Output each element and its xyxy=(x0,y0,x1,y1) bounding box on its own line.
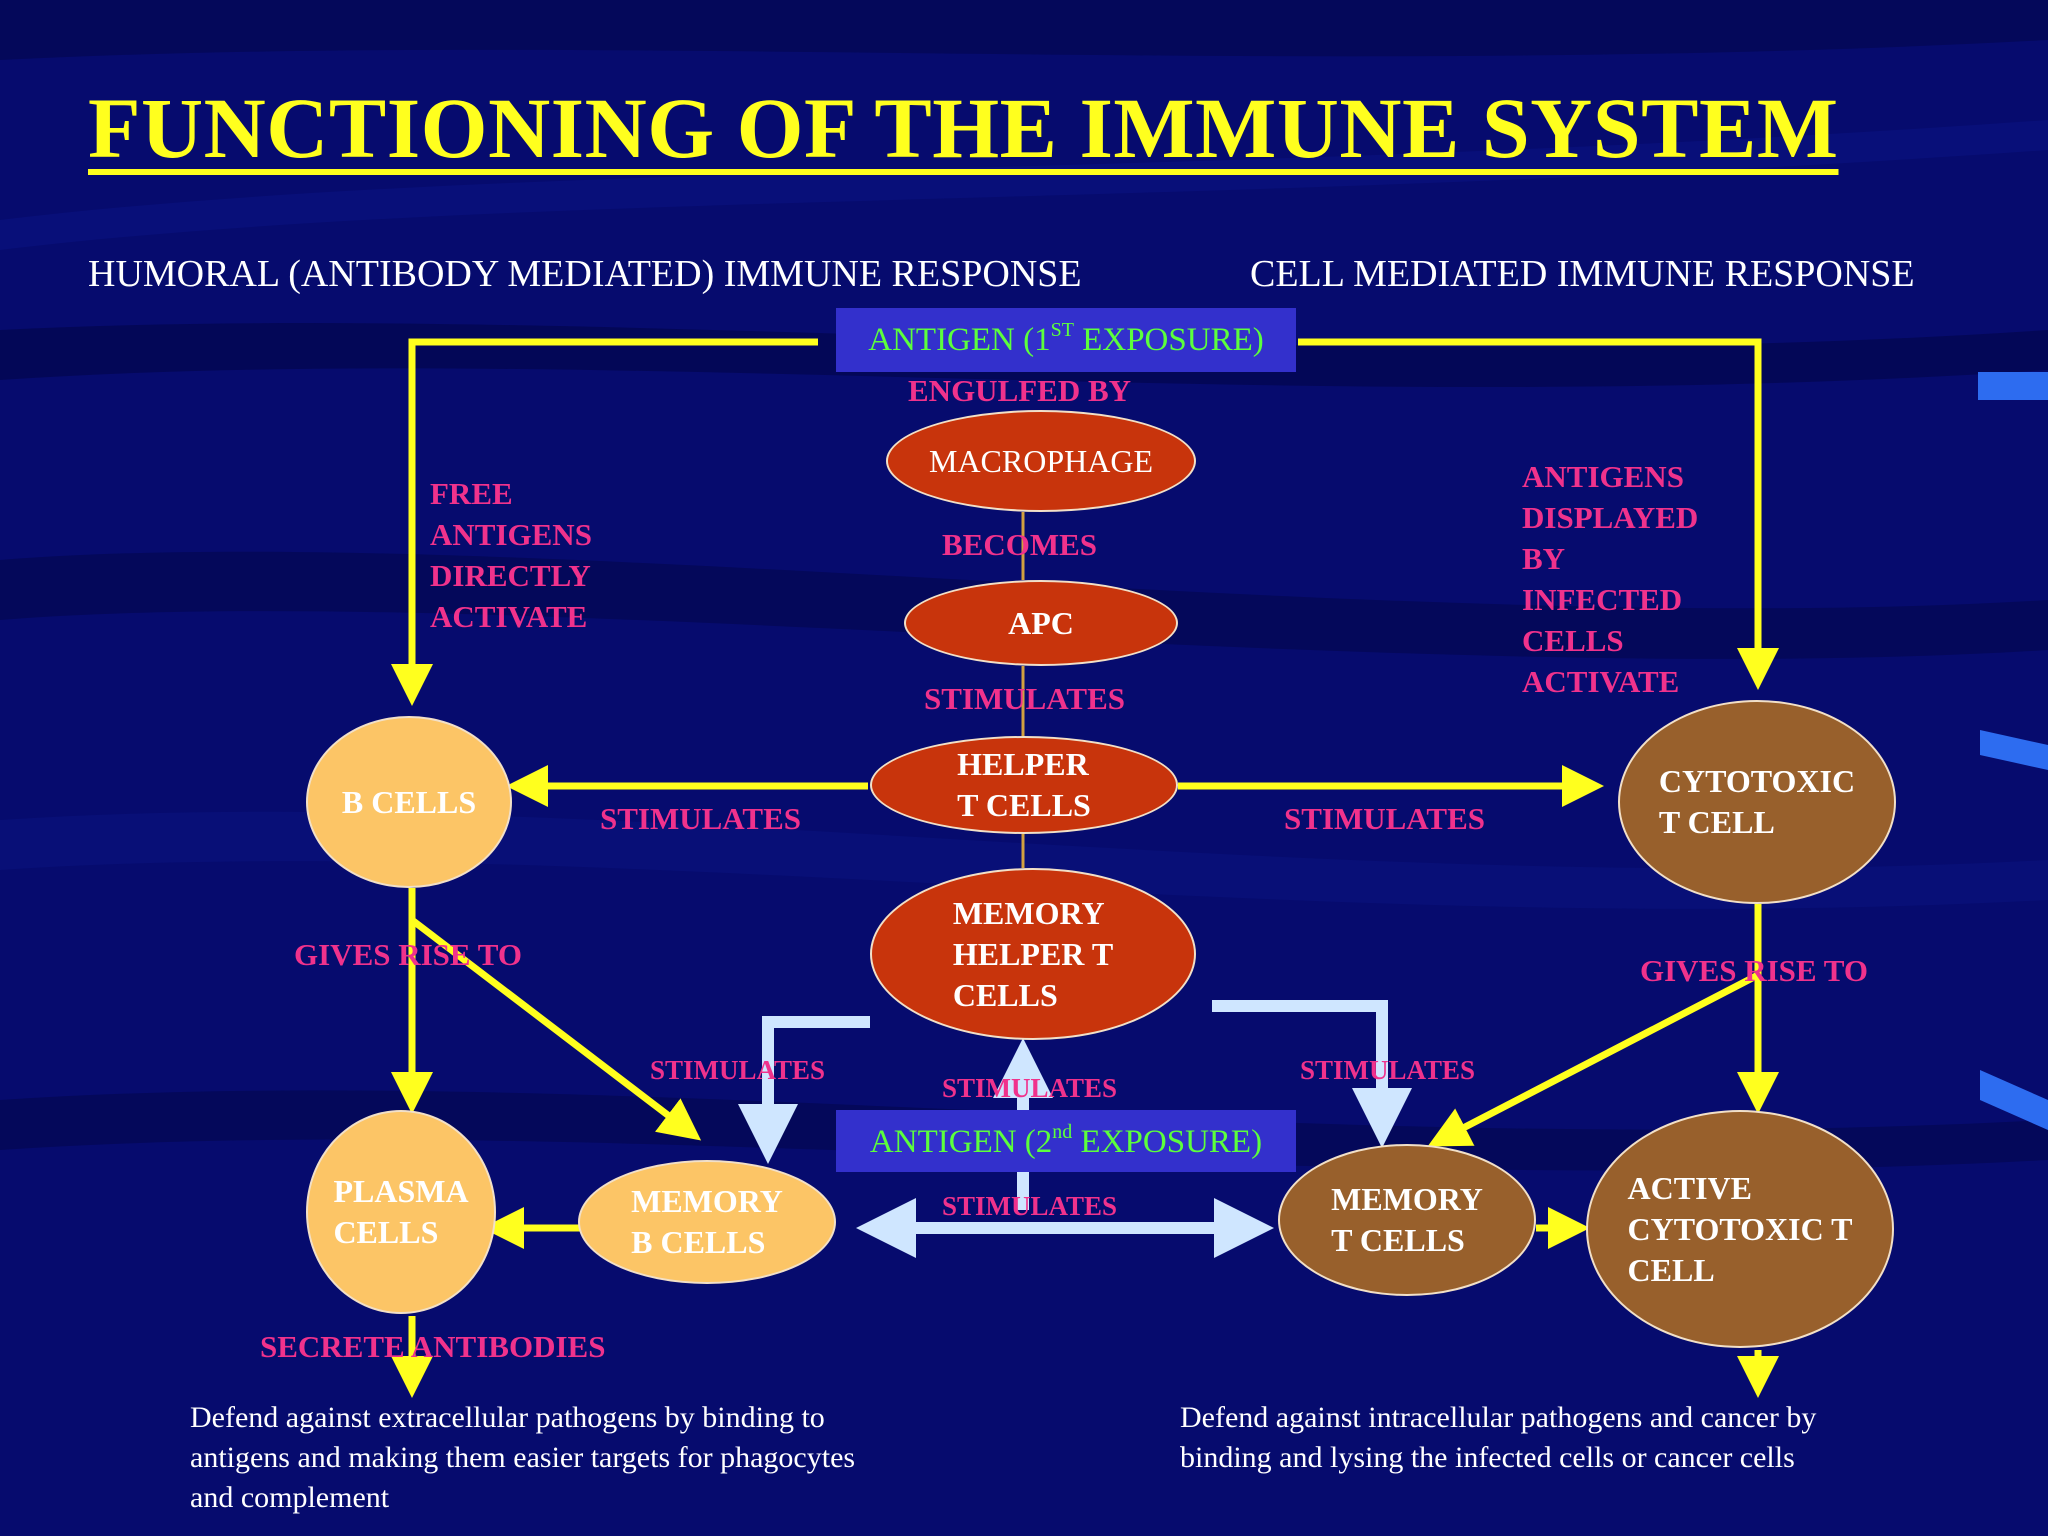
stimulates-memory-helper-label: STIMULATES xyxy=(942,1073,1118,1103)
memory-helper-t-cells-node: MEMORY HELPER T CELLS xyxy=(870,868,1196,1040)
humoral-description: Defend against extracellular pathogens b… xyxy=(190,1401,856,1514)
stimulates-b-cells-label: STIMULATES xyxy=(600,801,801,836)
apc-node: APC xyxy=(904,580,1178,666)
stimulates-apc-label: STIMULATES xyxy=(924,681,1125,716)
antigen-second-exposure-box: ANTIGEN (2nd EXPOSURE) xyxy=(836,1110,1296,1172)
engulfed-by-label: ENGULFED BY xyxy=(908,373,1132,408)
active-cytotoxic-t-cell-label: ACTIVE CYTOTOXIC T CELL xyxy=(1627,1169,1853,1288)
free-antigens-label: FREE ANTIGENS DIRECTLY ACTIVATE xyxy=(430,476,592,634)
cytotoxic-t-cell-node: CYTOTOXIC T CELL xyxy=(1618,700,1896,904)
gives-rise-right-label: GIVES RISE TO xyxy=(1640,953,1869,988)
macrophage-label: MACROPHAGE xyxy=(928,442,1154,479)
humoral-heading: HUMORAL (ANTIBODY MEDIATED) IMMUNE RESPO… xyxy=(88,253,1082,295)
becomes-label: BECOMES xyxy=(942,527,1098,562)
helper-t-cells-node: HELPER T CELLS xyxy=(870,736,1178,834)
memory-helper-t-cells-label: MEMORY HELPER T CELLS xyxy=(952,894,1114,1013)
macrophage-node: MACROPHAGE xyxy=(886,410,1196,512)
memory-t-cells-node: MEMORY T CELLS xyxy=(1278,1144,1536,1296)
active-cytotoxic-t-cell-node: ACTIVE CYTOTOXIC T CELL xyxy=(1586,1110,1894,1348)
cytotoxic-t-cell-label: CYTOTOXIC T CELL xyxy=(1658,763,1856,840)
stimulates-memory-b-label: STIMULATES xyxy=(650,1055,826,1085)
cell-mediated-heading: CELL MEDIATED IMMUNE RESPONSE xyxy=(1250,253,1915,295)
plasma-cells-label: PLASMA CELLS xyxy=(333,1173,469,1250)
stimulates-bottom-label: STIMULATES xyxy=(942,1191,1118,1221)
apc-label: APC xyxy=(1008,604,1074,641)
gives-rise-left-label: GIVES RISE TO xyxy=(294,937,523,972)
page-title: FUNCTIONING OF THE IMMUNE SYSTEM xyxy=(88,80,1839,176)
memory-b-cells-label: MEMORY B CELLS xyxy=(631,1183,783,1260)
memory-t-cells-label: MEMORY T CELLS xyxy=(1331,1181,1483,1258)
antigen-first-exposure-box: ANTIGEN (1ST EXPOSURE) xyxy=(836,308,1296,372)
secrete-antibodies-label: SECRETE ANTIBODIES xyxy=(260,1329,606,1364)
b-cells-node: B CELLS xyxy=(306,716,512,888)
stimulates-memory-t-label: STIMULATES xyxy=(1300,1055,1476,1085)
plasma-cells-node: PLASMA CELLS xyxy=(306,1110,496,1314)
stimulates-cytotoxic-label: STIMULATES xyxy=(1284,801,1485,836)
memory-b-cells-node: MEMORY B CELLS xyxy=(578,1160,836,1284)
helper-t-cells-label: HELPER T CELLS xyxy=(957,746,1091,823)
b-cells-label: B CELLS xyxy=(341,783,477,820)
cell-mediated-description: Defend against intracellular pathogens a… xyxy=(1180,1401,1817,1474)
antigens-displayed-label: ANTIGENS DISPLAYED BY INFECTED CELLS ACT… xyxy=(1522,459,1699,699)
